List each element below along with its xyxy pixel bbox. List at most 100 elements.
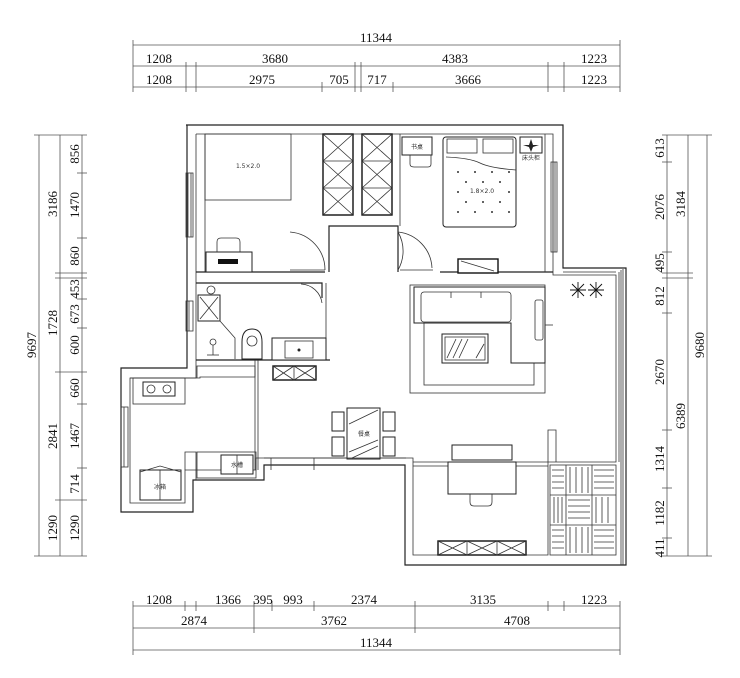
secondary-bedroom: 1.5×2.0 [185,133,433,273]
dim-top-r1-1: 3680 [262,51,288,66]
shower-screen [219,320,236,359]
master-chair-icon [409,155,432,168]
dim-left-total: 9697 [24,332,39,359]
dim-right-in-4: 2670 [652,359,667,385]
nightstand-label: 床头柜 [522,154,540,162]
dim-top-r1-3: 1223 [581,51,607,66]
stove-counter [132,377,186,405]
wardrobe-right [361,133,393,216]
l-sofa [413,286,546,364]
dim-bot-r1-6: 1223 [581,592,607,607]
study [413,444,548,556]
door-swing-master [397,231,433,269]
fridge [139,469,182,501]
dim-top-total: 11344 [360,30,393,45]
living-room [409,284,553,394]
dining-table [346,407,381,460]
window-master [550,161,558,253]
burner-right-icon [162,384,172,394]
window-kitchen [120,406,129,468]
dim-left-in-9: 1290 [67,515,82,541]
drain-icon [206,285,216,295]
chair-se [382,436,396,457]
shelf [451,444,513,461]
dim-left-mid-3: 1290 [45,515,60,541]
dim-left-in-5: 600 [67,335,82,355]
dim-bot-r2-0: 2874 [181,613,208,628]
lamp-icon [523,139,539,152]
dim-right-in-0: 613 [652,138,667,158]
dim-bot-r1-1: 1366 [215,592,242,607]
window-left [185,172,194,238]
bath-door-swing [300,283,323,304]
dim-right-in-2: 495 [652,253,667,273]
kitchen-sink-label: 水槽 [231,461,243,469]
bottom-dimensions: 1208 1366 395 993 2374 3135 1223 2874 37… [132,592,621,655]
dining-area: 餐桌 [264,407,406,470]
dim-top-r2-4: 3666 [455,72,482,87]
dim-left-in-0: 856 [67,144,82,164]
master-bed-label: 1.8×2.0 [470,188,494,195]
study-chair-icon [469,494,493,507]
wood-deck [549,464,617,556]
dim-left-in-7: 1467 [67,423,82,450]
dim-top-r1-0: 1208 [146,51,172,66]
duvet-fold [445,156,517,171]
dim-right-in-5: 1314 [652,446,667,473]
dim-left-in-2: 860 [67,246,82,266]
desk-label: 书桌 [411,143,423,151]
toilet [241,328,263,360]
dim-left-in-8: 714 [67,474,82,494]
gas-stove [142,381,176,397]
dim-bot-r2-2: 4708 [504,613,530,628]
dining-label: 餐桌 [358,430,370,438]
fridge-label: 冰箱 [154,483,166,491]
dim-top-r2-3: 717 [367,72,387,87]
sink-counter [196,451,257,479]
wardrobe-left [322,133,354,216]
left-dimensions: 9697 3186 1728 2841 1290 856 1470 860 45… [24,134,87,557]
kitchen: 水槽 冰箱 [120,360,259,501]
dim-top-r2-1: 2975 [249,72,275,87]
chair-sw [331,436,345,457]
dim-bot-r1-0: 1208 [146,592,172,607]
dim-top-r2-5: 1223 [581,72,607,87]
master-desk [401,136,433,156]
bed-pattern [457,171,510,213]
laptop-icon [218,259,238,264]
dim-left-in-4: 673 [67,304,82,324]
door-swing-secondary [289,231,326,271]
dim-right-in-6: 1182 [652,500,667,526]
burner-left-icon [146,384,156,394]
dim-left-mid-2: 2841 [45,423,60,449]
dim-bot-r1-2: 395 [253,592,273,607]
dim-left-mid-0: 3186 [45,191,60,218]
sofa-arm [534,299,544,341]
coffee-table [441,333,489,364]
dim-top-r2-0: 1208 [146,72,172,87]
dim-bot-r1-3: 993 [283,592,303,607]
sink [284,340,314,359]
dim-right-in-3: 812 [652,286,667,306]
pillow-right [482,138,514,154]
dim-right-mid-1: 6389 [673,403,688,429]
dim-left-in-3: 453 [67,279,82,299]
right-dimensions: 613 2076 495 812 2670 1314 1182 411 3184… [652,134,712,558]
pillow-left [446,138,478,154]
dim-right-mid-0: 3184 [673,191,688,218]
dim-right-in-1: 2076 [652,194,667,221]
dim-right-in-7: 411 [652,538,667,557]
window-bath [185,300,194,332]
dim-bot-r1-5: 3135 [470,592,496,607]
dim-bot-r2-1: 3762 [321,613,347,628]
bathroom [185,282,330,381]
chair-icon [216,237,241,252]
chair-nw [331,411,345,432]
dim-left-in-1: 1470 [67,192,82,218]
double-bed [442,136,517,228]
dim-top-r1-2: 4383 [442,51,468,66]
study-desk [447,461,517,495]
dim-bot-r1-4: 2374 [351,592,378,607]
dim-left-in-6: 660 [67,378,82,398]
